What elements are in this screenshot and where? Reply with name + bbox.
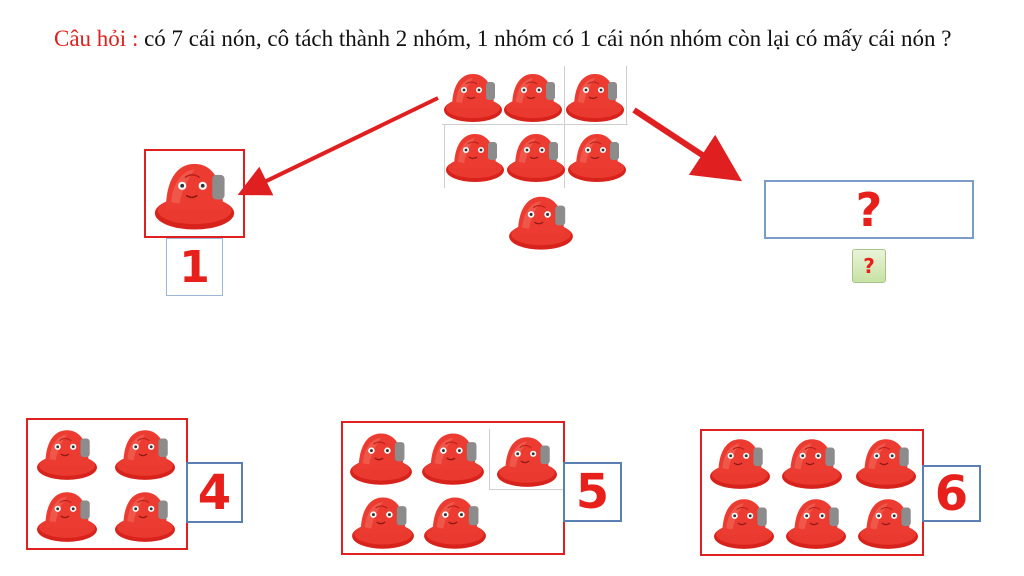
hat-icon: [505, 188, 577, 254]
hat-icon: [148, 153, 241, 235]
hint-question-mark: ?: [863, 254, 875, 278]
option-4-number: 4: [197, 464, 232, 521]
hat-icon: [444, 126, 506, 186]
hat-icon: [419, 489, 491, 553]
question-text: Câu hỏi : có 7 cái nón, cô tách thành 2 …: [54, 22, 994, 55]
question-body: có 7 cái nón, cô tách thành 2 nhóm, 1 nh…: [138, 26, 952, 51]
hat-icon: [850, 431, 922, 493]
hat-icon: [345, 425, 417, 489]
hat-icon: [780, 491, 852, 553]
option-5-number: 5: [575, 464, 610, 520]
hat-icon: [491, 429, 563, 491]
hat-icon: [502, 66, 564, 126]
hat-icon: [108, 484, 182, 546]
option-5-number-box[interactable]: 5: [563, 462, 622, 522]
hat-icon: [708, 491, 780, 553]
arrow-right: [632, 107, 743, 182]
left-number-box: 1: [166, 238, 223, 296]
hat-icon: [417, 425, 489, 489]
hat-icon: [108, 422, 182, 484]
hat-icon: [566, 126, 628, 186]
hat-icon: [852, 491, 924, 553]
option-4-hat-frame[interactable]: [26, 418, 188, 550]
hat-icon: [776, 431, 848, 493]
hint-button[interactable]: ?: [852, 249, 886, 283]
option-6-number: 6: [934, 465, 969, 522]
hat-icon: [564, 66, 626, 126]
hat-icon: [30, 484, 104, 546]
answer-question-mark: ?: [855, 182, 883, 237]
option-4-number-box[interactable]: 4: [186, 462, 243, 523]
option-5-hat-frame[interactable]: [341, 421, 565, 555]
answer-box[interactable]: ?: [764, 180, 974, 239]
hat-icon: [30, 422, 104, 484]
hat-icon: [704, 431, 776, 493]
option-6-hat-frame[interactable]: [700, 429, 924, 556]
question-prefix: Câu hỏi :: [54, 26, 139, 51]
hat-icon: [442, 66, 504, 126]
option-6-number-box[interactable]: 6: [922, 465, 981, 522]
arrow-left: [237, 96, 439, 196]
hat-icon: [505, 126, 567, 186]
left-hat-frame: [144, 149, 245, 238]
hat-icon: [347, 489, 419, 553]
left-number: 1: [179, 241, 210, 293]
